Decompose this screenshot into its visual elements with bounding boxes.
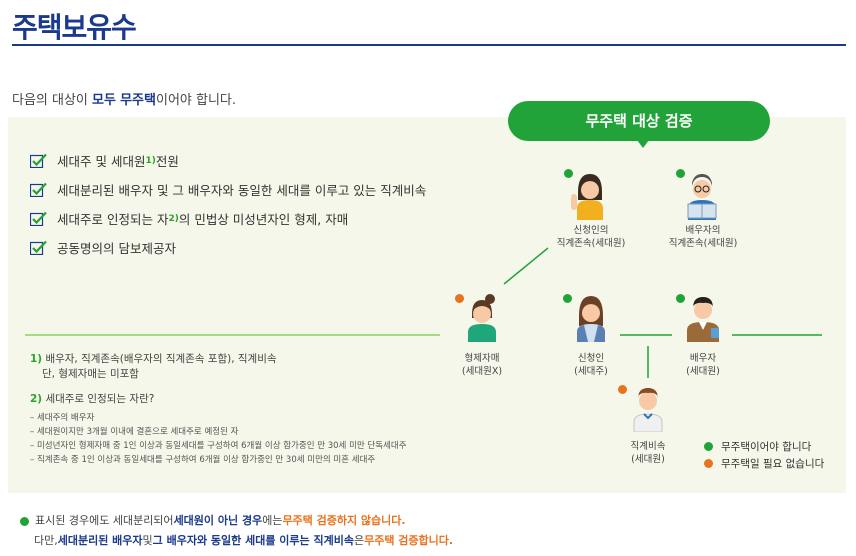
verification-bubble: 무주택 대상 검증 <box>508 101 770 141</box>
status-dot-green <box>563 294 572 303</box>
bubble-tail <box>637 140 649 148</box>
intro-text: 다음의 대상이 모두 무주택이어야 합니다. <box>12 93 237 108</box>
status-dot-green <box>564 169 573 178</box>
child-icon <box>633 388 663 432</box>
page-title: 주택보유수 <box>12 11 137 44</box>
person-label: 배우자(세대원) <box>686 353 720 377</box>
check-item-4: 공동명의의 담보제공자 <box>30 233 426 262</box>
applicant-icon <box>577 296 605 342</box>
status-dot-green <box>676 294 685 303</box>
person-label: 직계비속(세대원) <box>630 441 666 465</box>
status-dot-orange <box>618 385 627 394</box>
legend: 무주택이어야 합니다 무주택일 필요 없습니다 <box>704 438 824 472</box>
note-1: 1) 배우자, 직계존속(배우자의 직계존속 포함), 직계비속 <box>30 353 277 365</box>
list-item: – 세대주의 배우자 <box>30 413 95 423</box>
spouse-icon <box>687 297 719 342</box>
checkbox-icon <box>30 153 47 168</box>
sibling-icon <box>468 294 496 342</box>
status-dot-orange <box>455 294 464 303</box>
list-item: – 미성년자인 형제자매 중 1인 이상과 동일세대를 구성하여 6개월 이상 … <box>30 441 407 451</box>
status-dot-green <box>676 169 685 178</box>
title-underline <box>12 44 846 46</box>
bullet-dot <box>20 516 29 526</box>
note-1-sub: 단, 형제자매는 미포함 <box>42 368 139 380</box>
legend-dot-green <box>704 442 713 451</box>
spouse-parent-icon <box>687 174 717 220</box>
person-label: 신청인(세대주) <box>574 353 608 377</box>
list-item: – 세대원이지만 3개월 이내에 결혼으로 세대주로 예정된 자 <box>30 427 239 437</box>
note-2: 2) 세대주로 인정되는 자란? <box>30 393 155 405</box>
applicant-parent-icon <box>571 174 603 220</box>
checkbox-icon <box>30 211 47 226</box>
checkbox-icon <box>30 182 47 197</box>
person-label: 형제자매(세대원X) <box>461 353 503 377</box>
footnotes: 1) 배우자, 직계존속(배우자의 직계존속 포함), 직계비속 단, 형제자매… <box>30 352 460 467</box>
check-item-2: 세대분리된 배우자 및 그 배우자와 동일한 세대를 이루고 있는 직계비속 <box>30 175 426 204</box>
legend-item-orange: 무주택일 필요 없습니다 <box>704 455 824 472</box>
legend-item-green: 무주택이어야 합니다 <box>704 438 824 455</box>
note-2-list: – 세대주의 배우자 – 세대원이지만 3개월 이내에 결혼으로 세대주로 예정… <box>30 411 460 467</box>
checkbox-icon <box>30 240 47 255</box>
list-item: – 직계존속 중 1인 이상과 동일세대를 구성하여 6개월 이상 합가중인 만… <box>30 455 376 465</box>
legend-dot-orange <box>704 459 713 468</box>
